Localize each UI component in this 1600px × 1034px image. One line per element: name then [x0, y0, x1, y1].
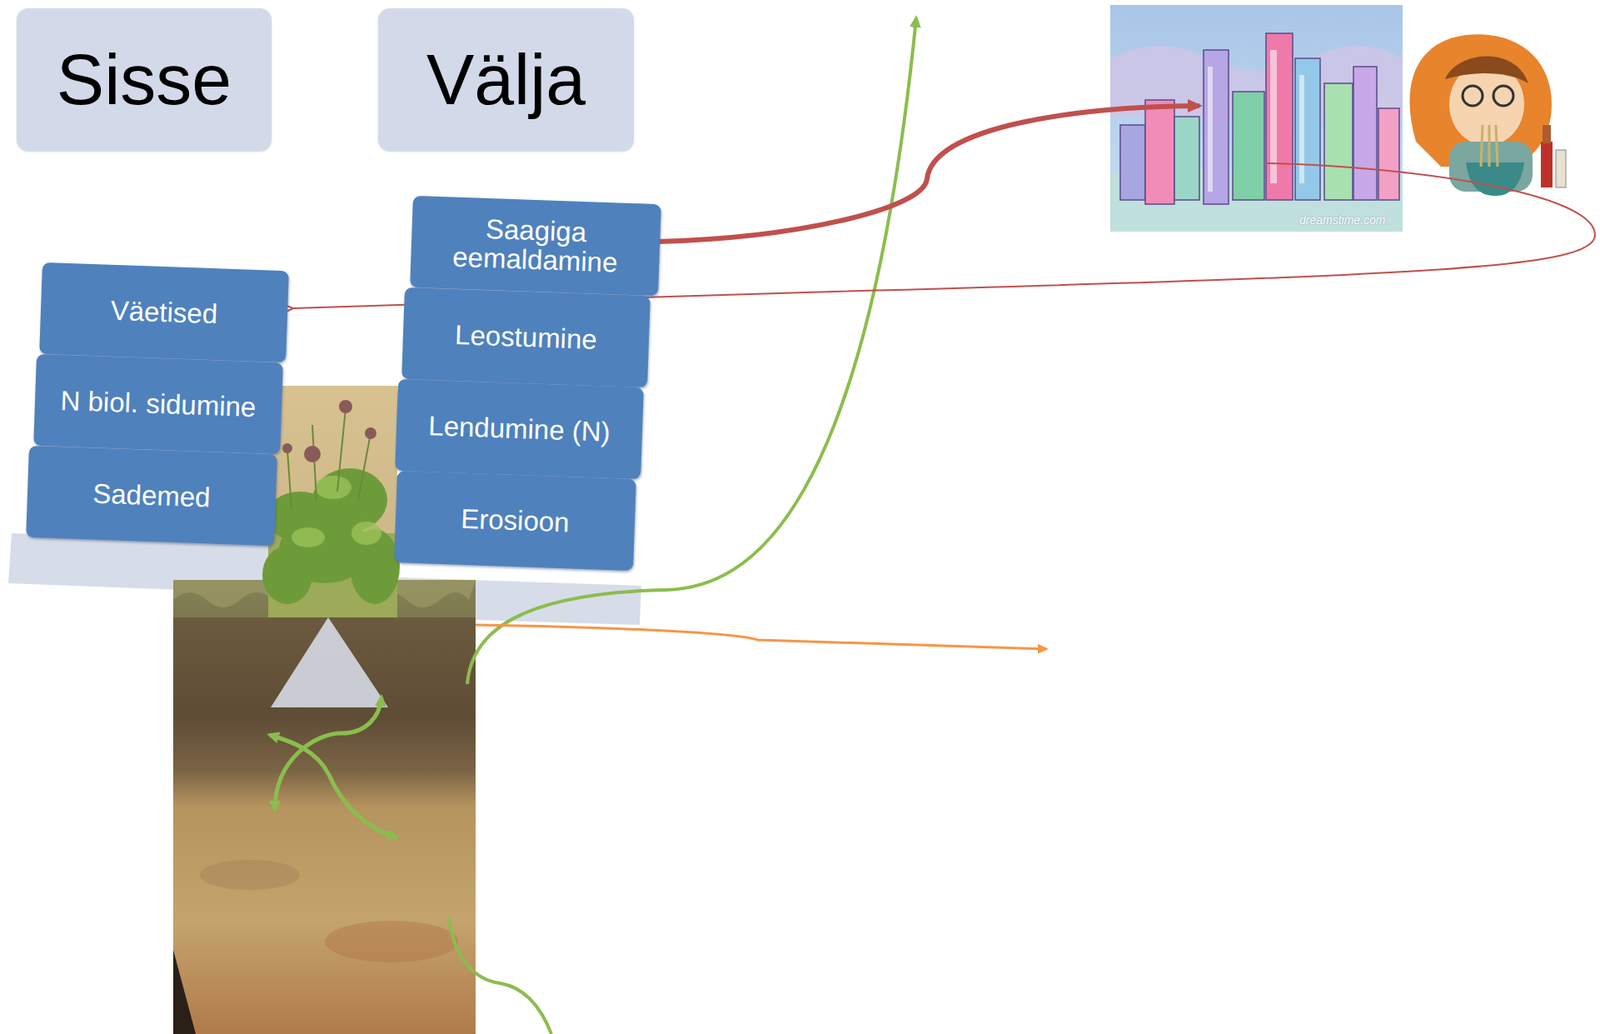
- process-box: Lendumine (N): [394, 378, 644, 479]
- box-label: Välja: [426, 38, 586, 121]
- box-label: Lendumine (N): [428, 411, 611, 447]
- process-box: Väetised: [39, 262, 290, 363]
- header-box: Välja: [378, 8, 634, 151]
- box-label: Sademed: [92, 478, 211, 513]
- box-label: Saagiga eemaldamine: [420, 213, 651, 280]
- box-label: Leostumine: [454, 320, 599, 355]
- header-box: Sisse: [16, 8, 272, 151]
- box-label: Väetised: [109, 295, 219, 329]
- process-box: Leostumine: [401, 287, 651, 388]
- process-box: Erosioon: [393, 470, 637, 571]
- process-box: Sademed: [25, 445, 278, 546]
- process-box: N biol. sidumine: [33, 353, 284, 454]
- process-box: Saagiga eemaldamine: [409, 195, 662, 296]
- box-label: Sisse: [56, 38, 232, 121]
- watermark: dreamstime.com: [1299, 213, 1386, 227]
- box-label: Erosioon: [460, 503, 570, 537]
- box-label: N biol. sidumine: [59, 386, 257, 423]
